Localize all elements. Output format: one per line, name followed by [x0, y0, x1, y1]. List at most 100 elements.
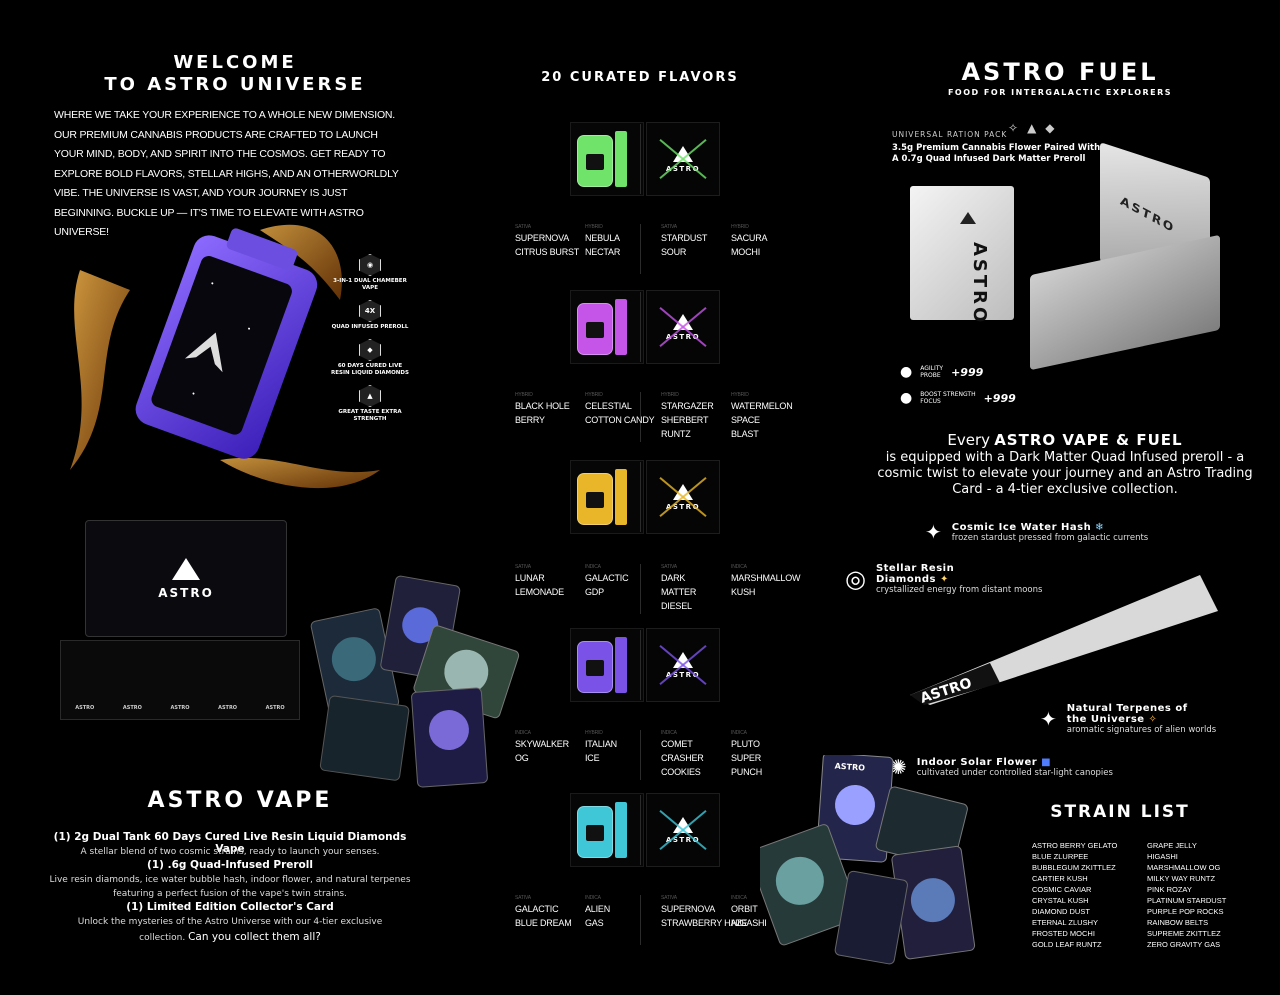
divider	[640, 124, 641, 194]
stat-agility: ● AGILITY PROBE +999	[900, 364, 984, 380]
strain-type: INDICA	[585, 564, 601, 570]
vape-item-2-desc-1: Live resin diamonds, ice water bubble ha…	[49, 875, 411, 885]
diamond-hex-icon: ◆	[359, 339, 381, 361]
every-statement: Every ASTRO VAPE & FUEL is equipped with…	[877, 431, 1253, 497]
divider	[640, 224, 641, 274]
vape-packaging	[615, 802, 627, 858]
strain-name-line: DARK	[661, 573, 686, 583]
strain-name-line: CELESTIAL	[585, 401, 632, 411]
strain-name-line: WATERMELON	[731, 401, 793, 411]
flame-icon: ▲	[1027, 121, 1037, 135]
strain-list-item: ETERNAL ZLUSHY	[1032, 918, 1098, 927]
sparkle-icon: ✦	[925, 520, 942, 544]
strain-name-line: GALACTIC	[585, 573, 629, 583]
strain-name-line: BLACK HOLE	[515, 401, 570, 411]
strain-type: INDICA	[731, 564, 747, 570]
fuel-pack-brand: ASTRO	[969, 242, 990, 326]
strain-name-line: ITALIAN	[585, 739, 617, 749]
astro-logo-word: ASTRO	[665, 332, 701, 341]
preroll-brand: ASTRO	[918, 675, 974, 707]
display-slot: ASTRO	[75, 705, 95, 711]
strain-name-line: STARDUST	[661, 233, 708, 243]
strain-name-line: KUSH	[731, 587, 756, 597]
vape-device	[577, 303, 613, 355]
strain-name-line: DIESEL	[661, 601, 692, 611]
strain-name: HYBRID ITALIAN ICE	[585, 730, 617, 765]
display-box-lid: ASTRO	[85, 520, 287, 637]
vape-item-3-desc-1: Unlock the mysteries of the Astro Univer…	[77, 917, 383, 927]
vape-item-3-desc-2: collection. Can you collect them all?	[139, 931, 321, 943]
strain-list-item: PLATINUM STARDUST	[1147, 896, 1227, 905]
preroll-image: ASTRO	[910, 575, 1218, 707]
strain-name: INDICA MARSHMALLOW KUSH	[731, 564, 801, 599]
vape-product-image	[570, 122, 644, 196]
fuel-box-image: ASTRO	[1030, 142, 1240, 371]
vape-hex-icon: ◉	[359, 254, 381, 276]
strain-list-item: SUPREME ZKITTLEZ	[1147, 929, 1221, 938]
rocket-hex-icon: ▲	[359, 385, 381, 407]
strain-name-line: BLAST	[731, 429, 759, 439]
ration-label: UNIVERSAL RATION PACK	[892, 130, 1008, 139]
strain-list-item: MARSHMALLOW OG	[1147, 863, 1221, 872]
feature-item: ◉ 3-IN-1 DUAL CHAMEBER VAPE	[330, 254, 410, 292]
strain-list-item: GRAPE JELLY	[1147, 841, 1197, 850]
strain-list-item: HIGASHI	[1147, 852, 1178, 861]
strain-type: SATIVA	[661, 564, 677, 570]
strain-name-line: CITRUS BURST	[515, 247, 580, 257]
strain-type: HYBRID	[585, 730, 603, 736]
divider	[640, 462, 641, 532]
dna-icon: ✧	[1008, 121, 1019, 135]
strain-list-item: PINK ROZAY	[1147, 885, 1192, 894]
stat-value: +999	[983, 391, 1016, 405]
strain-name-line: NECTAR	[585, 247, 621, 257]
astro-logo-card: ASTRO	[646, 460, 720, 534]
strain-name-line: STARGAZER	[661, 401, 714, 411]
strain-name-line: OG	[515, 753, 529, 763]
divider	[640, 795, 641, 865]
vape-device	[577, 473, 613, 525]
strain-name-line: MATTER	[661, 587, 697, 597]
vape-screen	[586, 322, 604, 338]
divider	[640, 730, 641, 780]
trading-cards-image	[310, 575, 520, 788]
brain-icon: ●	[900, 390, 913, 406]
astro-logo-card: ASTRO	[646, 290, 720, 364]
strain-name-line: COMET	[661, 739, 693, 749]
vape-screen	[586, 660, 604, 676]
strain-name-line: LEMONADE	[515, 587, 564, 597]
divider	[640, 392, 641, 442]
astro-logo-word: ASTRO	[665, 502, 701, 511]
strain-list-item: CRYSTAL KUSH	[1032, 896, 1089, 905]
strain-list-item: CARTIER KUSH	[1032, 874, 1088, 883]
strain-list-item: ASTRO BERRY GELATO	[1032, 841, 1118, 850]
feature-list: ◉ 3-IN-1 DUAL CHAMEBER VAPE 4X QUAD INFU…	[330, 254, 410, 423]
strain-type: SATIVA	[515, 224, 531, 230]
strain-name-line: ICE	[585, 753, 600, 763]
fuel-pack-image: ASTRO	[910, 186, 1014, 325]
astro-logo-card: ASTRO	[646, 122, 720, 196]
strain-name-line: SUPER	[731, 753, 762, 763]
divider	[640, 564, 641, 614]
vape-screen	[586, 154, 604, 170]
strain-name-line: ORBIT	[731, 904, 758, 914]
strain-name-line: STRAWBERRY HAZE	[661, 918, 748, 928]
stat-boost: ● BOOST STRENGTH FOCUS +999	[900, 390, 1016, 406]
strain-list-item: COSMIC CAVIAR	[1032, 885, 1092, 894]
feature-item: ▲ GREAT TASTE EXTRA STRENGTH	[330, 385, 410, 423]
vape-product-image	[570, 628, 644, 702]
vape-item-2-desc-2: featuring a perfect fusion of the vape's…	[113, 889, 347, 899]
vape-item-1: (1) 2g Dual Tank 60 Days Cured Live Resi…	[53, 831, 407, 855]
strain-name-line: MARSHMALLOW	[731, 573, 801, 583]
strain-name-line: RUNTZ	[661, 429, 691, 439]
welcome-title: WELCOME TO ASTRO UNIVERSE	[50, 52, 420, 96]
astro-logo-icon	[673, 651, 693, 668]
strain-name-line: COOKIES	[661, 767, 701, 777]
flavors-title: 20 CURATED FLAVORS	[541, 70, 739, 85]
